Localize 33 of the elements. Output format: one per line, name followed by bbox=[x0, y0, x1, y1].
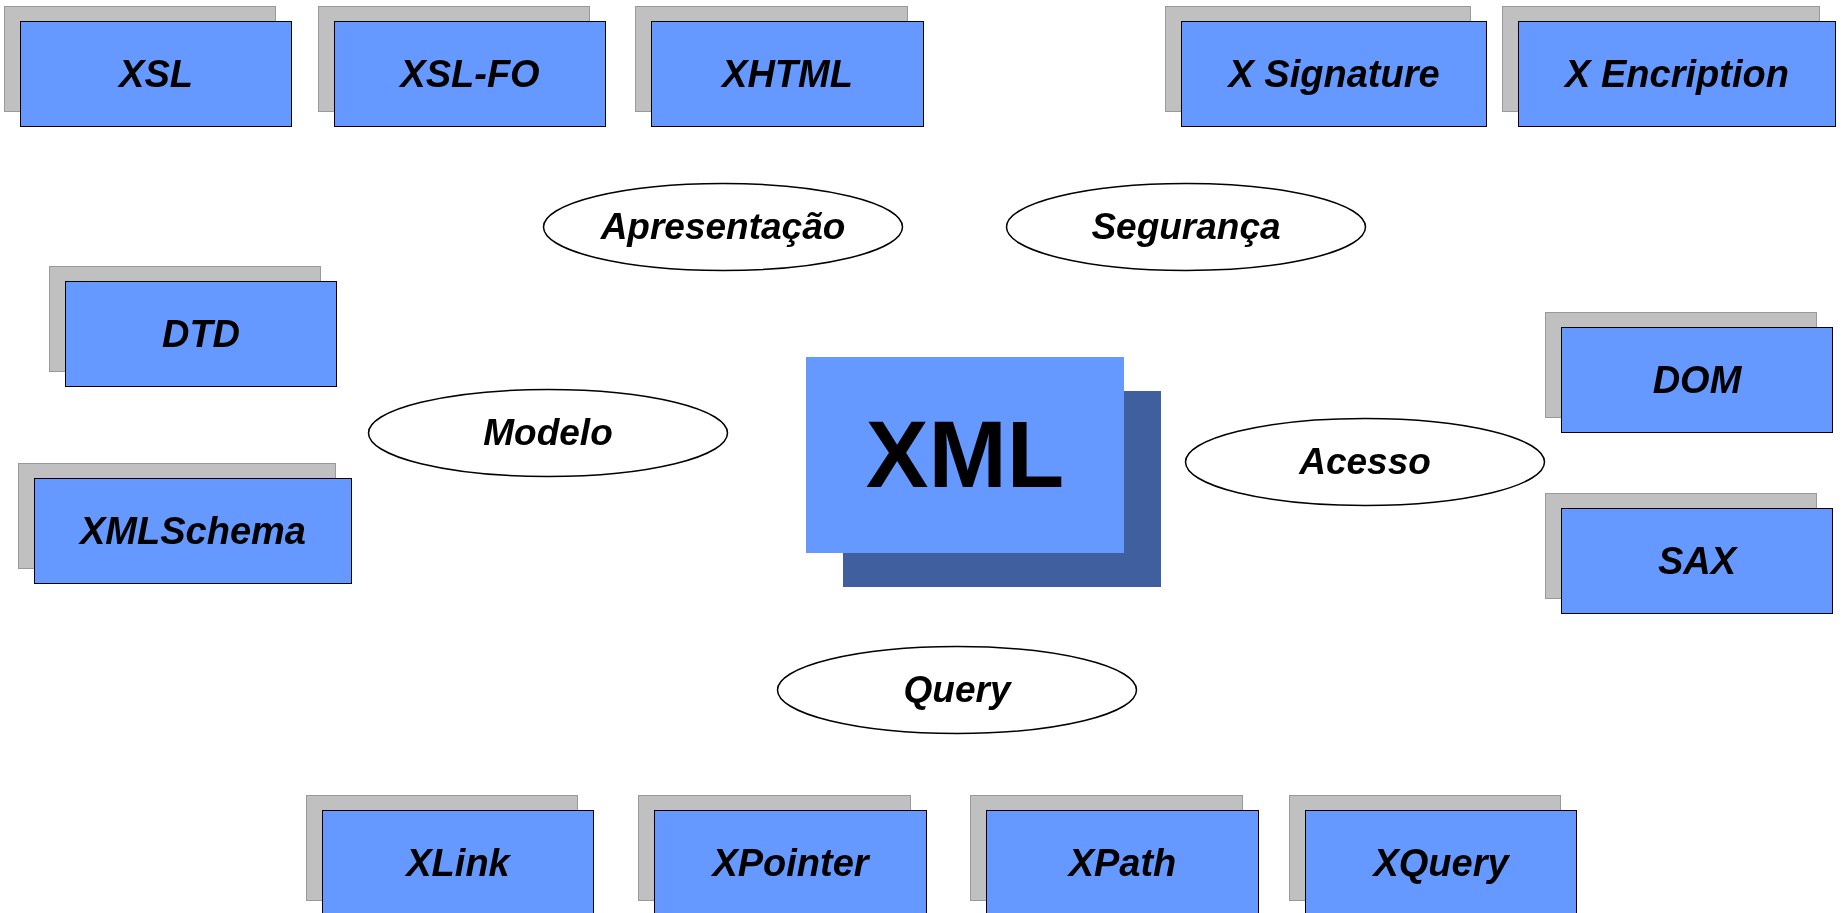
box-label: XPointer bbox=[712, 841, 869, 885]
topic-box bbox=[654, 810, 927, 913]
main-title: XML bbox=[865, 401, 1065, 509]
category-label: Acesso bbox=[1299, 441, 1431, 483]
box-label: XQuery bbox=[1373, 841, 1509, 885]
box-label: XSL-FO bbox=[400, 52, 540, 96]
box-label: SAX bbox=[1657, 539, 1737, 583]
topic-box bbox=[1561, 508, 1833, 614]
box-label: XSL bbox=[119, 52, 193, 96]
topic-box bbox=[20, 21, 292, 127]
topic-box bbox=[322, 810, 594, 913]
box-label: XPath bbox=[1068, 841, 1177, 885]
box-label: XMLSchema bbox=[80, 509, 306, 553]
box-label: X Encription bbox=[1565, 52, 1789, 96]
topic-box bbox=[1181, 21, 1487, 127]
box-label: DOM bbox=[1652, 358, 1742, 402]
topic-box bbox=[1518, 21, 1836, 127]
category-label: Modelo bbox=[483, 412, 613, 454]
box-label: DTD bbox=[161, 312, 241, 356]
box-label: X Signature bbox=[1228, 52, 1440, 96]
box-label: XLink bbox=[406, 841, 510, 885]
topic-box bbox=[334, 21, 606, 127]
topic-box bbox=[1561, 327, 1833, 433]
category-label: Apresentação bbox=[600, 206, 846, 248]
topic-box bbox=[1305, 810, 1577, 913]
category-label: Query bbox=[903, 669, 1011, 711]
box-label: XHTML bbox=[722, 52, 853, 96]
topic-box bbox=[34, 478, 352, 584]
topic-box bbox=[65, 281, 337, 387]
topic-box bbox=[986, 810, 1259, 913]
main-box bbox=[806, 357, 1124, 553]
topic-box bbox=[651, 21, 924, 127]
category-label: Segurança bbox=[1091, 206, 1281, 248]
